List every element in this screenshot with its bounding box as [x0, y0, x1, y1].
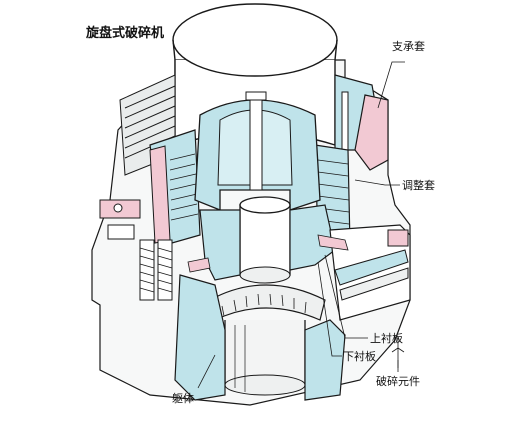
- label-body: 躯体: [172, 391, 194, 405]
- feed-cylinder-rim: [172, 3, 338, 77]
- pink-accent-right: [317, 234, 349, 251]
- label-adjust-sleeve: 调整套: [402, 178, 435, 192]
- main-shaft: [239, 196, 291, 284]
- cylinder-wall-lines: [172, 39, 338, 61]
- label-support-sleeve: 支承套: [392, 40, 425, 53]
- top-spindle: [249, 97, 263, 191]
- left-fittings: [99, 199, 141, 240]
- pink-accent-left: [187, 257, 211, 273]
- diagram-title: 旋盘式破碎机: [85, 25, 164, 41]
- label-crushing-parts: 破碎元件: [376, 374, 420, 388]
- bevel-gear: [209, 284, 326, 321]
- label-lower-liner: 下衬板: [343, 349, 376, 363]
- drive-shaft-housing: [329, 224, 411, 321]
- lower-eccentric: [224, 320, 306, 396]
- left-adjust-ring: [149, 129, 201, 246]
- label-upper-liner: 上衬板: [370, 331, 403, 345]
- left-springs: [139, 239, 173, 301]
- body-casing-right: [304, 319, 346, 401]
- bowl-section-right: [289, 204, 336, 271]
- leader-lines: [197, 61, 405, 389]
- spindle-cap: [245, 91, 267, 101]
- bowl-section: [199, 209, 241, 281]
- body-casing: [174, 274, 226, 401]
